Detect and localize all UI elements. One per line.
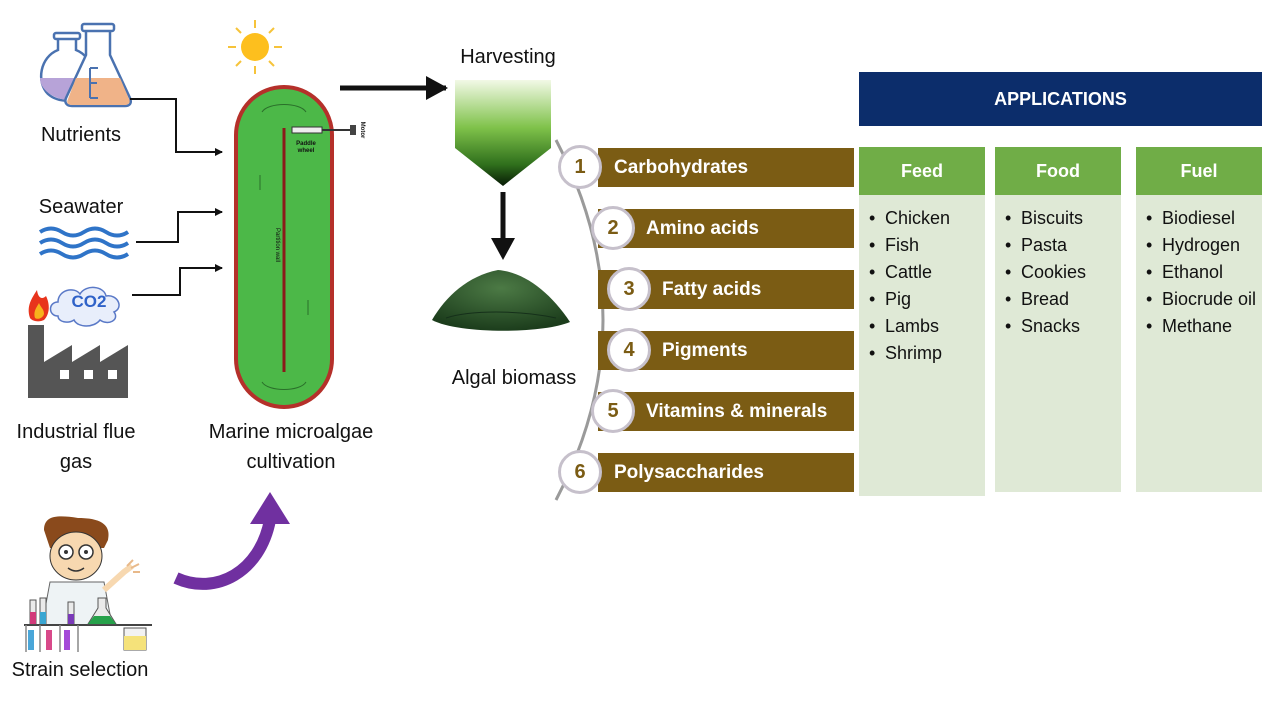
product-number-badge: 1 [558, 145, 602, 189]
application-column-title: Food [995, 147, 1121, 195]
application-item: Cookies [1005, 259, 1121, 286]
product-number-badge: 3 [607, 267, 651, 311]
application-column-title: Fuel [1136, 147, 1262, 195]
application-item: Cattle [869, 259, 985, 286]
application-item: Pig [869, 286, 985, 313]
product-label: Amino acids [646, 218, 759, 239]
product-bar: Carbohydrates [598, 148, 854, 187]
product-label: Pigments [662, 340, 748, 361]
product-bar: Amino acids [598, 209, 854, 248]
product-number-badge: 5 [591, 389, 635, 433]
product-label: Vitamins & minerals [646, 401, 828, 422]
product-number-badge: 2 [591, 206, 635, 250]
factory-icon [28, 325, 128, 398]
curved-arrowhead [250, 492, 290, 524]
algal-biomass-icon [432, 270, 570, 331]
application-item: Fish [869, 232, 985, 259]
application-item: Chicken [869, 205, 985, 232]
nutrients-label: Nutrients [40, 124, 122, 146]
application-item: Biodiesel [1146, 205, 1262, 232]
application-column-feed: FeedChickenFishCattlePigLambsShrimp [859, 147, 985, 496]
to-biomass-arrowhead [491, 238, 515, 260]
cloud-icon [49, 286, 120, 327]
application-item: Shrimp [869, 340, 985, 367]
seawater-label: Seawater [38, 196, 124, 218]
flask-icon [39, 22, 133, 108]
application-list: BiscuitsPastaCookiesBreadSnacks [995, 195, 1121, 340]
applications-header: APPLICATIONS [859, 72, 1262, 126]
sun-icon [228, 20, 282, 74]
co2-label: CO2 [71, 292, 107, 311]
algal-biomass-label: Algal biomass [451, 367, 577, 389]
product-bar: Vitamins & minerals [598, 392, 854, 431]
to-harvest-arrowhead [426, 76, 448, 100]
application-item: Pasta [1005, 232, 1121, 259]
scientist-icon [24, 516, 152, 652]
application-item: Snacks [1005, 313, 1121, 340]
harvesting-label: Harvesting [460, 46, 556, 68]
flue-gas-label: Industrial flue gas [16, 421, 136, 473]
product-label: Carbohydrates [614, 157, 749, 178]
raceway-reactor [234, 85, 356, 409]
application-item: Biscuits [1005, 205, 1121, 232]
product-number-badge: 4 [607, 328, 651, 372]
application-list: ChickenFishCattlePigLambsShrimp [859, 195, 985, 367]
application-list: BiodieselHydrogenEthanolBiocrude oilMeth… [1136, 195, 1262, 340]
partition-wall-label: Partition wall [274, 228, 280, 262]
product-bar: Polysaccharides [598, 453, 854, 492]
application-item: Bread [1005, 286, 1121, 313]
application-item: Biocrude oil [1146, 286, 1262, 313]
harvesting-funnel [455, 80, 551, 186]
seawater-icon [38, 226, 130, 260]
product-label: Fatty acids [662, 279, 762, 300]
application-column-fuel: FuelBiodieselHydrogenEthanolBiocrude oil… [1136, 147, 1262, 492]
application-item: Methane [1146, 313, 1262, 340]
application-item: Hydrogen [1146, 232, 1262, 259]
product-label: Polysaccharides [614, 462, 764, 483]
application-column-food: FoodBiscuitsPastaCookiesBreadSnacks [995, 147, 1121, 492]
flame-icon [28, 290, 49, 322]
strain-selection-label: Strain selection [11, 659, 149, 681]
motor-label: Motor [359, 122, 365, 139]
curved-arrow-icon [173, 518, 276, 590]
application-item: Lambs [869, 313, 985, 340]
reactor-label: Marine microalgae cultivation [208, 421, 374, 473]
application-item: Ethanol [1146, 259, 1262, 286]
application-column-title: Feed [859, 147, 985, 195]
product-number-badge: 6 [558, 450, 602, 494]
input-connectors [130, 98, 223, 296]
